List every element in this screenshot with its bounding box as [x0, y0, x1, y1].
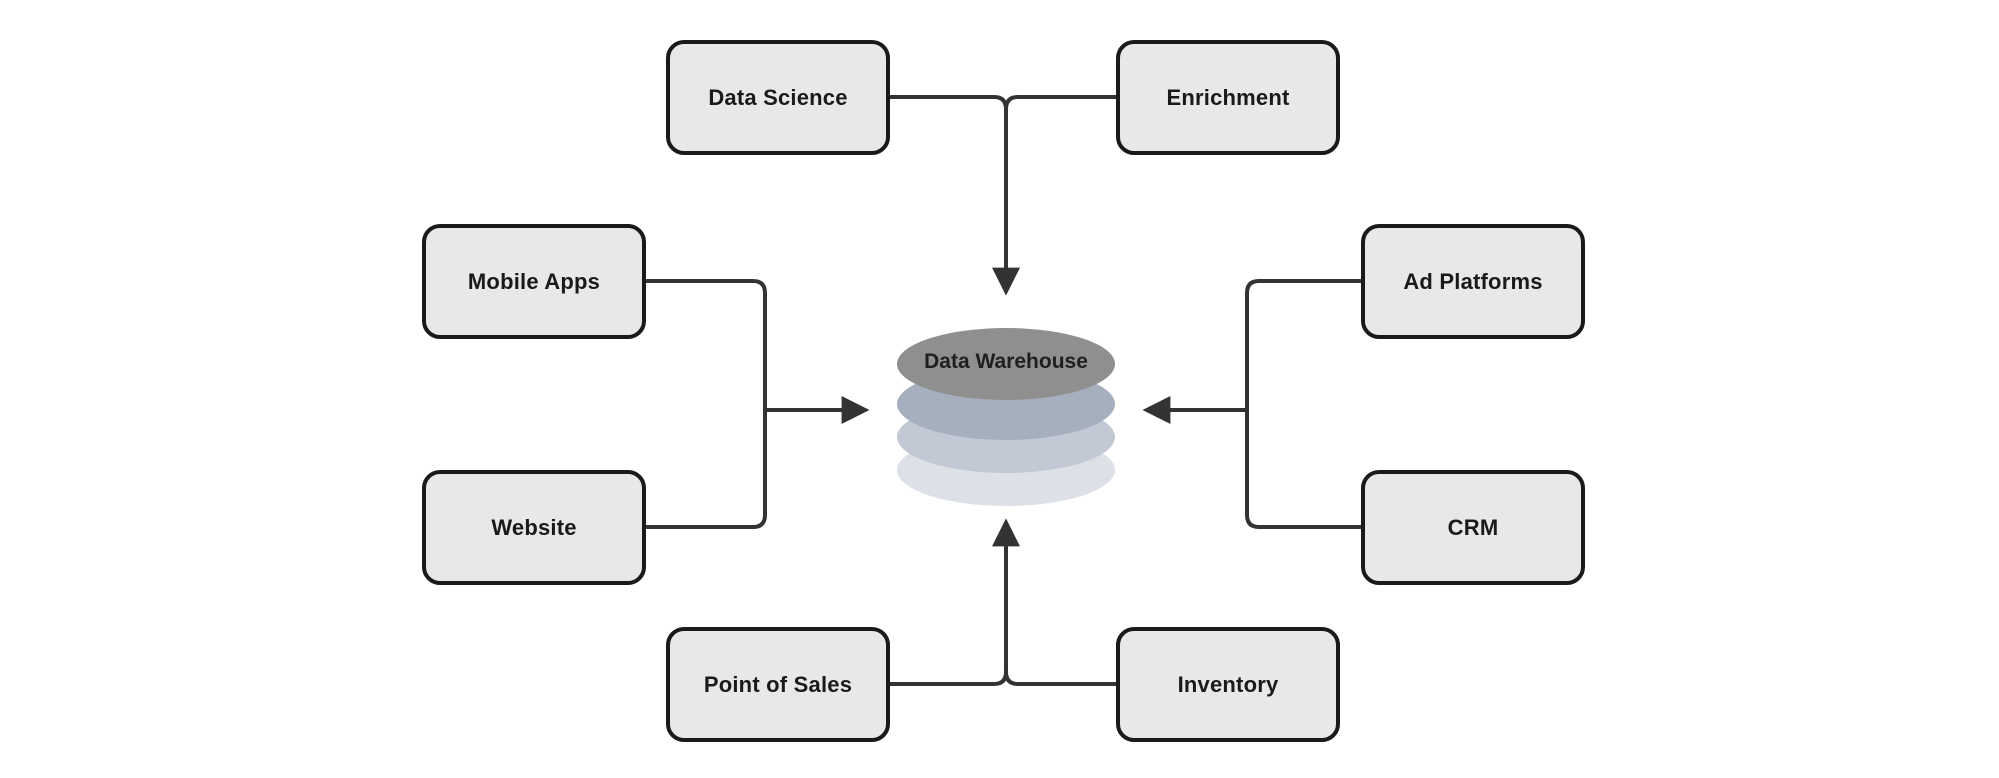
connector-crm-to-warehouse [1245, 408, 1363, 529]
warehouse-cylinder-icon [897, 328, 1115, 506]
connector-ad-platforms-to-warehouse [1142, 279, 1363, 424]
node-crm-label: CRM [1447, 514, 1499, 540]
node-mobile-apps: Mobile Apps [422, 224, 646, 339]
node-data-science: Data Science [666, 40, 890, 155]
cylinder-layer-top [897, 328, 1115, 400]
node-website-label: Website [491, 514, 577, 540]
node-crm: CRM [1361, 470, 1585, 585]
node-inventory: Inventory [1116, 627, 1340, 742]
node-mobile-apps-label: Mobile Apps [467, 268, 601, 294]
node-enrichment-label: Enrichment [1166, 84, 1290, 110]
node-point-of-sales-label: Point of Sales [703, 671, 853, 697]
node-ad-platforms-label: Ad Platforms [1403, 268, 1543, 294]
node-point-of-sales: Point of Sales [666, 627, 890, 742]
connector-inventory-to-warehouse [1004, 670, 1122, 686]
warehouse-label: Data Warehouse [924, 350, 1088, 373]
node-data-science-label: Data Science [708, 84, 848, 110]
node-inventory-label: Inventory [1177, 671, 1279, 697]
connector-point-of-sales-to-warehouse [888, 518, 1020, 686]
connector-enrichment-to-warehouse [1004, 95, 1122, 111]
node-ad-platforms: Ad Platforms [1361, 224, 1585, 339]
connector-data-science-to-warehouse [888, 95, 1020, 296]
connector-mobile-apps-to-warehouse [645, 279, 870, 424]
node-enrichment: Enrichment [1116, 40, 1340, 155]
connector-website-to-warehouse [645, 408, 767, 529]
node-website: Website [422, 470, 646, 585]
